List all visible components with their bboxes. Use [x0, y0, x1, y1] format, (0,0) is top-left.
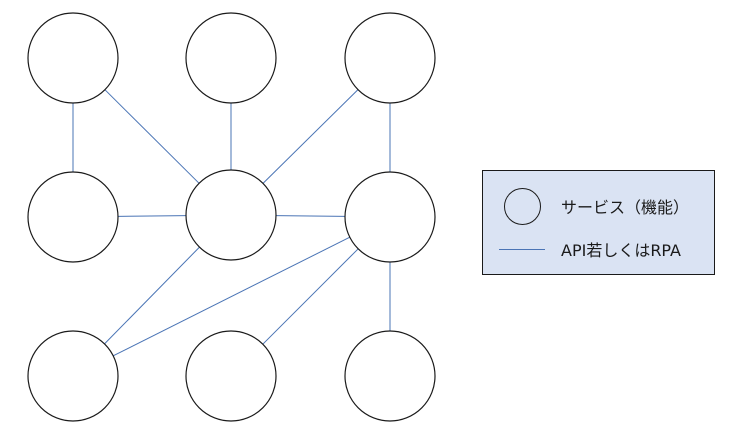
edge-n5-n6 — [275, 215, 346, 217]
edge-n5-n7 — [104, 246, 200, 345]
legend-service-label: サービス（機能） — [561, 198, 690, 217]
nodes-group — [27, 12, 436, 422]
edges-group — [72, 89, 391, 357]
service-node-n6 — [344, 171, 436, 263]
service-node-n8 — [185, 330, 277, 422]
legend-link-symbol — [483, 248, 561, 250]
edge-n1-n5 — [104, 89, 200, 184]
service-node-n2 — [185, 12, 277, 104]
service-node-n5 — [185, 169, 277, 261]
service-circle-icon — [503, 187, 541, 225]
edge-n3-n5 — [262, 89, 359, 184]
legend-row-link: API若しくはRPA — [483, 229, 714, 269]
service-node-n7 — [27, 330, 119, 422]
legend-link-label: API若しくはRPA — [561, 241, 682, 260]
legend-box: サービス（機能） API若しくはRPA — [482, 170, 715, 275]
edge-n4-n5 — [117, 215, 187, 217]
edge-n6-n7 — [112, 236, 351, 357]
edge-n6-n8 — [262, 248, 359, 345]
legend-row-service: サービス（機能） — [483, 186, 714, 226]
service-node-n3 — [344, 12, 436, 104]
legend-service-symbol — [483, 187, 561, 225]
service-node-n9 — [344, 330, 436, 422]
service-node-n1 — [27, 12, 119, 104]
link-line-icon — [499, 248, 545, 250]
service-node-n4 — [27, 171, 119, 263]
